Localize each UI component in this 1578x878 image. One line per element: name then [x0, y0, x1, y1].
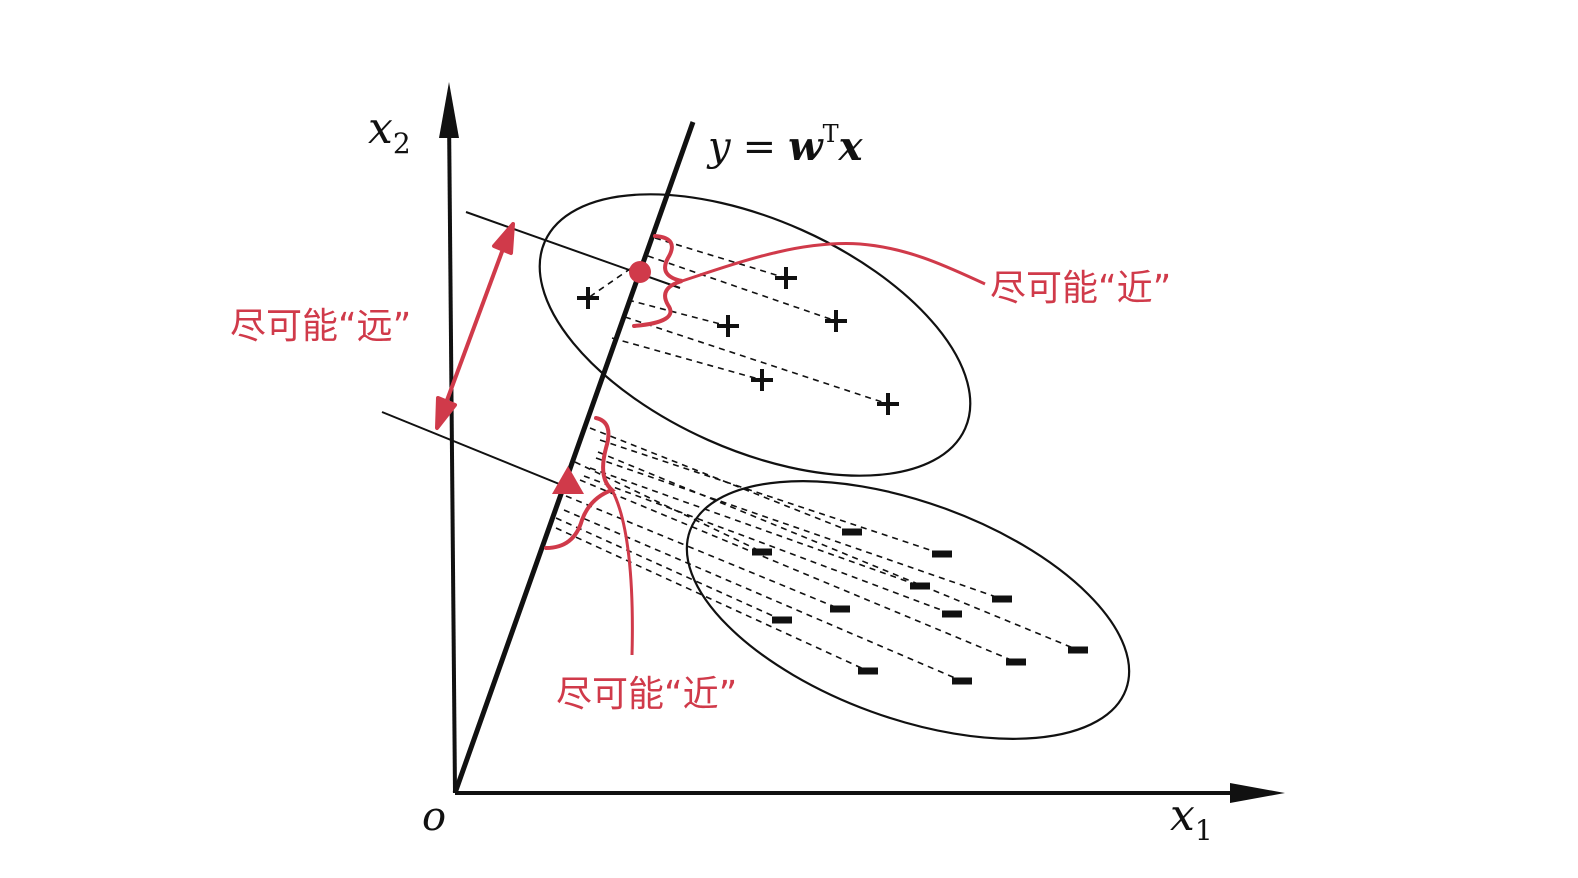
positive-points: [577, 267, 899, 415]
positive-point-marker: [717, 315, 739, 337]
negative-point-marker: [858, 667, 878, 675]
positive-class-ellipse: [538, 193, 972, 477]
negative-projection-dash: [595, 457, 1003, 600]
near-label-bottom: 尽可能“近”: [556, 674, 737, 715]
negative-point-marker: [1068, 646, 1088, 654]
x2-axis-arrowhead: [439, 82, 459, 138]
negative-point-marker: [992, 595, 1012, 603]
negative-projection-dash: [597, 451, 1079, 651]
negative-point-marker: [752, 548, 772, 556]
negative-projection-dash: [589, 467, 921, 587]
direction-line-lower: [381, 411, 575, 491]
positive-projection-dash: [624, 316, 889, 405]
positive-point-marker: [775, 267, 797, 289]
positive-point-marker: [825, 310, 847, 332]
positive-projection-dash: [647, 255, 837, 322]
negative-projection-dash: [555, 517, 783, 621]
positive-projection-dash: [611, 337, 763, 381]
negative-projected-center: [552, 466, 584, 494]
leader-near-top: [681, 242, 986, 286]
x1-axis-label: x1: [1170, 790, 1213, 847]
negative-point-marker: [1006, 658, 1026, 666]
projection-line-label: y=wTx: [706, 120, 864, 170]
near-label-top: 尽可能“近”: [990, 268, 1171, 309]
x2-axis: [447, 114, 457, 794]
far-label: 尽可能“远”: [230, 306, 411, 347]
negative-projection-dash: [599, 439, 943, 555]
positive-projection-lines: [587, 237, 889, 405]
negative-point-marker: [942, 610, 962, 618]
positive-projection-dash: [627, 299, 729, 327]
negative-point-marker: [830, 605, 850, 613]
positive-point-marker: [877, 393, 899, 415]
negative-point-marker: [910, 582, 930, 590]
negative-point-marker: [932, 550, 952, 558]
origin-label: o: [422, 794, 446, 840]
negative-points: [752, 528, 1088, 685]
positive-projection-dash: [654, 237, 787, 279]
negative-projection-dash: [579, 479, 1017, 663]
x1-axis-arrowhead: [1230, 783, 1285, 803]
negative-point-marker: [952, 677, 972, 685]
negative-projection-dash: [565, 495, 841, 610]
far-double-arrow: [435, 222, 515, 430]
negative-projection-dash: [589, 427, 853, 533]
positive-point-marker: [751, 369, 773, 391]
negative-point-marker: [772, 616, 792, 624]
axes: [439, 82, 1285, 803]
leader-near-bottom: [610, 489, 634, 656]
negative-class-ellipse: [685, 480, 1131, 740]
negative-projection-lines: [555, 427, 1079, 682]
negative-point-marker: [842, 528, 862, 536]
projection-line: [452, 121, 696, 794]
positive-projected-center: [629, 261, 651, 283]
x2-axis-label: x2: [368, 103, 411, 160]
negative-projection-dash: [555, 527, 869, 672]
positive-point-marker: [577, 287, 599, 309]
